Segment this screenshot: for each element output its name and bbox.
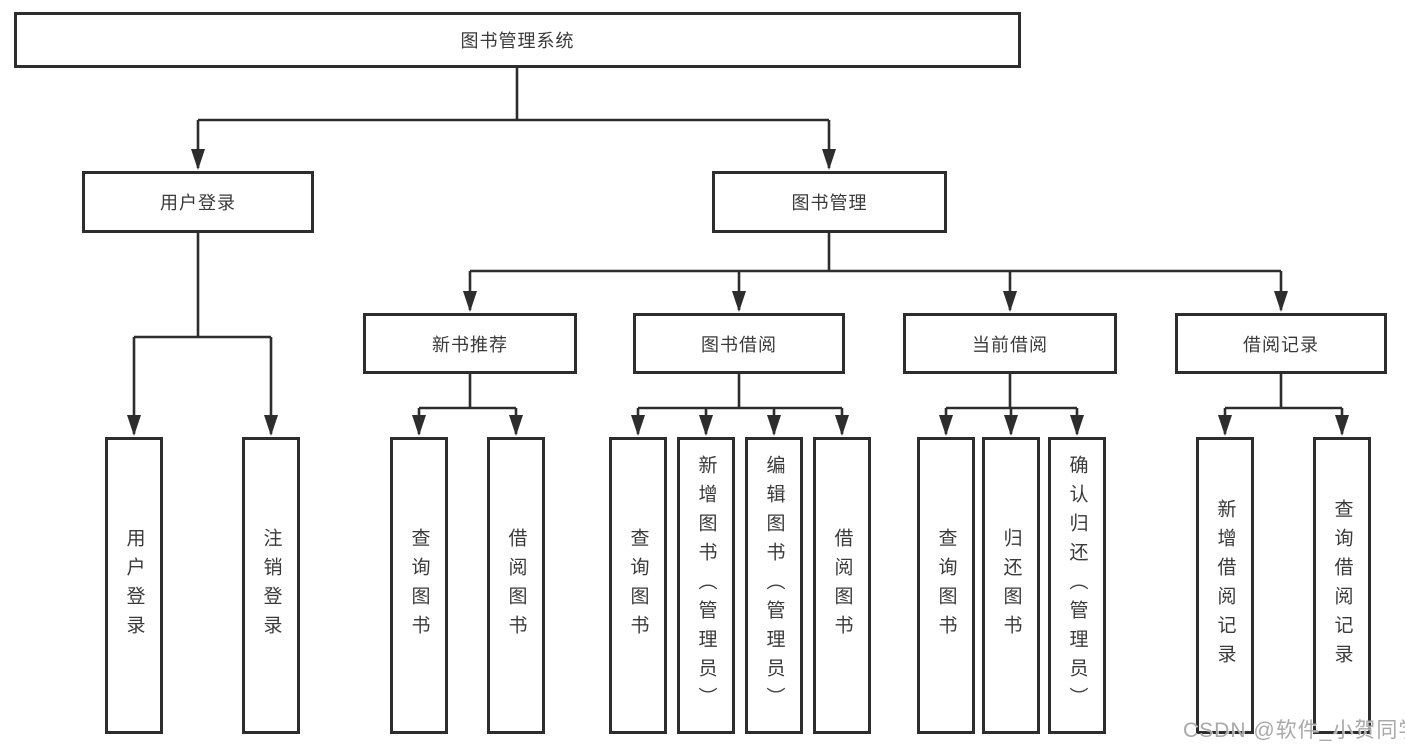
leaf-query-book-2: 查询图书: [609, 437, 667, 734]
leaf-label: 归还图书: [1000, 527, 1022, 644]
node-new-book-recommend: 新书推荐: [363, 313, 577, 374]
leaf-confirm-return-admin: 确认归还（管理员）: [1048, 437, 1106, 734]
node-borrow-record: 借阅记录: [1175, 313, 1387, 374]
leaf-label: 查询图书: [408, 527, 430, 644]
leaf-borrow-book-2: 借阅图书: [813, 437, 871, 734]
leaf-label: 借阅图书: [831, 527, 853, 644]
leaf-label: 注销登录: [260, 527, 282, 644]
leaf-query-borrow-record: 查询借阅记录: [1313, 437, 1371, 734]
leaf-label: 新增图书（管理员）: [695, 455, 717, 716]
leaf-borrow-book-1: 借阅图书: [487, 437, 545, 734]
node-user-login: 用户登录: [82, 171, 314, 233]
node-book-borrow: 图书借阅: [633, 313, 845, 374]
csdn-watermark: CSDN @软件_小贺同学: [1183, 719, 1405, 742]
node-book-management: 图书管理: [712, 171, 947, 233]
leaf-query-book-1: 查询图书: [390, 437, 448, 734]
leaf-add-book-admin: 新增图书（管理员）: [677, 437, 735, 734]
node-current-borrow: 当前借阅: [903, 313, 1117, 374]
leaf-label: 查询借阅记录: [1331, 498, 1353, 673]
leaf-label: 编辑图书（管理员）: [763, 455, 785, 716]
leaf-return-book: 归还图书: [982, 437, 1040, 734]
leaf-edit-book-admin: 编辑图书（管理员）: [745, 437, 803, 734]
leaf-label: 新增借阅记录: [1214, 498, 1236, 673]
leaf-label: 查询图书: [935, 527, 957, 644]
node-root-system: 图书管理系统: [14, 12, 1021, 68]
leaf-add-borrow-record: 新增借阅记录: [1196, 437, 1254, 734]
leaf-user-login: 用户登录: [105, 437, 163, 734]
leaf-label: 查询图书: [627, 527, 649, 644]
leaf-label: 借阅图书: [505, 527, 527, 644]
leaf-query-book-3: 查询图书: [917, 437, 975, 734]
leaf-logout: 注销登录: [242, 437, 300, 734]
leaf-label: 用户登录: [123, 527, 145, 644]
leaf-label: 确认归还（管理员）: [1066, 455, 1088, 716]
